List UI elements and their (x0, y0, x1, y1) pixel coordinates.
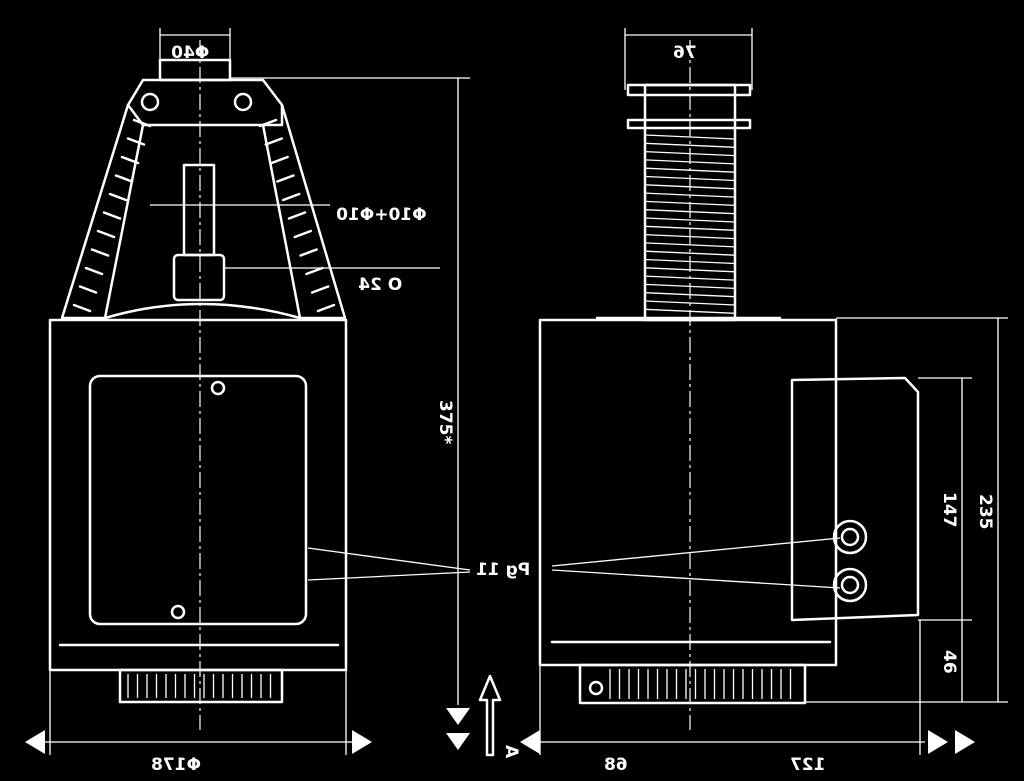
housing-fin (78, 285, 98, 294)
cable-gland-top-inner (840, 527, 860, 547)
fins-left (72, 118, 152, 313)
shaft (182, 163, 216, 257)
housing-fin (126, 137, 146, 146)
spring-coil (644, 142, 736, 148)
side-base (578, 663, 807, 705)
panel-screw-top (210, 380, 226, 396)
top-flange (158, 58, 232, 82)
housing-fin (299, 248, 318, 257)
terminal-box (790, 376, 920, 622)
spring-coil (644, 250, 736, 256)
housing-fin (108, 192, 128, 202)
housing-fin (72, 303, 92, 313)
front-view (48, 40, 348, 730)
housing-fin (120, 155, 140, 165)
housing-fin (276, 174, 295, 183)
housing-fin (96, 229, 116, 239)
housing-fin (90, 248, 110, 257)
dimension-labels: Φ40 76 Φ10+Φ10 O 24 375* Φ178 Pg 11 235 … (151, 43, 995, 775)
cable-gland-bottom (832, 567, 868, 603)
housing-right (261, 103, 347, 320)
cable-gland-top (832, 519, 868, 555)
main-body (48, 318, 348, 672)
label-top-bore: Φ40 (171, 43, 209, 63)
bolt-right (233, 92, 253, 112)
base-screw (588, 680, 604, 696)
label-pg: Pg 11 (476, 560, 530, 580)
housing-left (60, 103, 145, 320)
label-box-height-total: 235 (975, 494, 995, 530)
dimension-lines (25, 28, 1008, 757)
top-cap (126, 78, 284, 127)
base-fins (118, 668, 284, 704)
spring-coil (644, 217, 736, 223)
label-direction: A (501, 745, 521, 759)
label-base-width: Φ178 (151, 755, 201, 775)
bolt-left (140, 92, 160, 112)
label-box-base: 46 (939, 650, 959, 674)
side-view (538, 40, 920, 730)
side-base-fin-lines (609, 669, 792, 699)
housing-fin (270, 155, 289, 165)
nut (172, 253, 226, 302)
label-nut-size: O 24 (358, 275, 402, 295)
fins-right (258, 118, 336, 313)
housing-fin (84, 266, 104, 276)
housing-fin (102, 211, 122, 220)
panel-screw-bottom (170, 604, 186, 620)
housing-fin (310, 285, 330, 294)
spring-coil (644, 225, 736, 231)
label-overall-height: 375* (435, 400, 455, 444)
label-right-offset: 127 (790, 755, 826, 775)
housing-fin (114, 174, 134, 183)
label-spring-width: 76 (673, 43, 697, 63)
housing-fin (264, 137, 284, 146)
label-shaft-dia: Φ10+Φ10 (336, 205, 427, 225)
dome (103, 302, 302, 320)
label-left-offset: 68 (604, 755, 628, 775)
spring-cap-2 (626, 118, 752, 130)
housing-fin (281, 192, 301, 202)
cable-gland-bottom-inner (840, 575, 860, 595)
housing-fin (316, 303, 336, 313)
spring-cap-top (626, 83, 752, 97)
label-box-height: 147 (939, 492, 959, 528)
front-panel (88, 374, 308, 626)
housing-fin (258, 118, 278, 128)
housing-fin (293, 229, 313, 239)
base-fin-lines (127, 674, 272, 698)
housing-fin (287, 211, 307, 220)
housing-fin (305, 266, 324, 276)
housing-fin (132, 118, 152, 128)
